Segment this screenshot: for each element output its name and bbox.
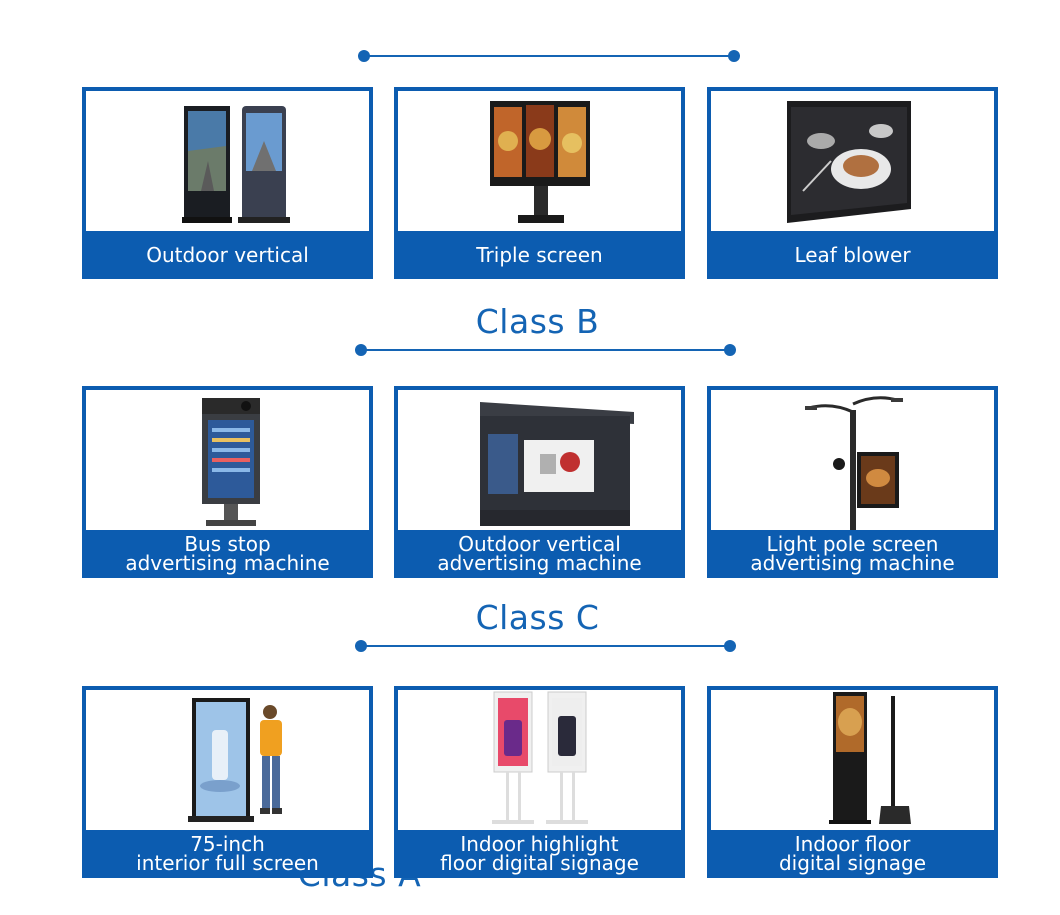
light-pole-screen-image xyxy=(711,390,994,530)
bus-shelter-image xyxy=(398,390,681,530)
product-card-indoor-highlight[interactable]: Indoor highlight floor digital signage xyxy=(394,686,685,878)
product-card-indoor-floor[interactable]: Indoor floor digital signage xyxy=(707,686,998,878)
divider-dot-right xyxy=(728,50,740,62)
card-caption: Indoor highlight floor digital signage xyxy=(394,830,685,878)
divider-dot-right xyxy=(724,344,736,356)
class-c-heading: Class C xyxy=(475,598,600,637)
card-caption: Indoor floor digital signage xyxy=(707,830,998,878)
caption-line: 75-inch xyxy=(190,832,265,856)
divider-dot-left xyxy=(358,50,370,62)
caption-line: interior full screen xyxy=(136,851,319,875)
outdoor-vertical-kiosk-image xyxy=(86,91,369,231)
product-card-triple-screen[interactable]: Triple screen xyxy=(394,87,685,279)
caption-line: Indoor highlight xyxy=(460,832,619,856)
class-c-divider xyxy=(355,640,736,652)
product-card-outdoor-vertical[interactable]: Outdoor vertical xyxy=(82,87,373,279)
caption-line: Leaf blower xyxy=(794,242,911,267)
product-card-75-inch-interior[interactable]: 75-inch interior full screen xyxy=(82,686,373,878)
wall-mounted-display-image xyxy=(711,91,994,231)
card-caption: Leaf blower xyxy=(707,231,998,279)
product-card-leaf-blower[interactable]: Leaf blower xyxy=(707,87,998,279)
top-divider xyxy=(358,50,740,62)
caption-line: advertising machine xyxy=(750,551,955,575)
caption-line: advertising machine xyxy=(125,551,330,575)
divider-dot-right xyxy=(724,640,736,652)
product-card-bus-stop[interactable]: Bus stop advertising machine xyxy=(82,386,373,578)
caption-line: Indoor floor xyxy=(794,832,911,856)
caption-line: Outdoor vertical xyxy=(458,532,621,556)
card-caption: 75-inch interior full screen xyxy=(82,830,373,878)
card-caption: Outdoor vertical xyxy=(82,231,373,279)
card-caption: Bus stop advertising machine xyxy=(82,530,373,578)
indoor-highlight-signage-image xyxy=(398,690,681,830)
caption-line: Triple screen xyxy=(476,242,603,267)
caption-line: Bus stop xyxy=(184,532,271,556)
caption-line: Outdoor vertical xyxy=(146,242,309,267)
class-b-heading: Class B xyxy=(475,302,600,341)
product-card-light-pole[interactable]: Light pole screen advertising machine xyxy=(707,386,998,578)
triple-screen-kiosk-image xyxy=(398,91,681,231)
card-caption: Triple screen xyxy=(394,231,685,279)
bus-stop-kiosk-image xyxy=(86,390,369,530)
caption-line: digital signage xyxy=(778,851,927,875)
divider-dot-left xyxy=(355,344,367,356)
caption-line: floor digital signage xyxy=(440,851,639,875)
interior-full-screen-image xyxy=(86,690,369,830)
card-caption: Light pole screen advertising machine xyxy=(707,530,998,578)
class-b-divider xyxy=(355,344,736,356)
card-caption: Outdoor vertical advertising machine xyxy=(394,530,685,578)
indoor-floor-signage-image xyxy=(711,690,994,830)
product-card-bus-shelter[interactable]: Outdoor vertical advertising machine xyxy=(394,386,685,578)
caption-line: advertising machine xyxy=(437,551,642,575)
divider-dot-left xyxy=(355,640,367,652)
caption-line: Light pole screen xyxy=(766,532,939,556)
